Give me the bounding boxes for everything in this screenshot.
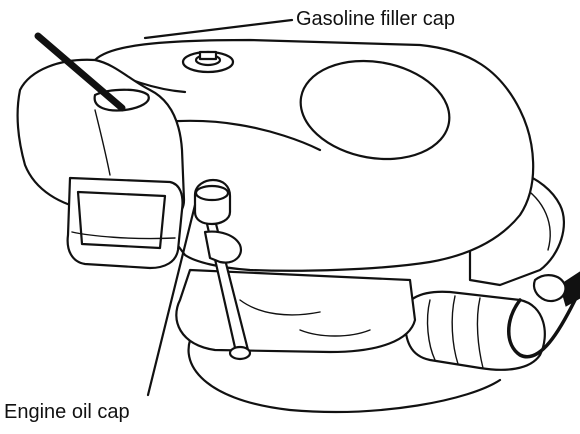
spark-plug-wire bbox=[507, 298, 577, 359]
gasoline-cap-leader bbox=[143, 18, 294, 40]
engine-oil-cap-label: Engine oil cap bbox=[4, 401, 130, 423]
dipstick-clip bbox=[203, 230, 243, 264]
pointer-stroke bbox=[34, 32, 126, 112]
oil-cap-leader bbox=[146, 203, 197, 397]
crankcase bbox=[175, 268, 417, 354]
shroud-dome bbox=[299, 59, 451, 161]
engine-base-deck bbox=[187, 328, 502, 413]
spark-plug-boot bbox=[559, 271, 580, 307]
dipstick-base bbox=[228, 345, 252, 361]
gasoline-filler-cap-label: Gasoline filler cap bbox=[296, 8, 455, 30]
muffler bbox=[403, 290, 546, 371]
